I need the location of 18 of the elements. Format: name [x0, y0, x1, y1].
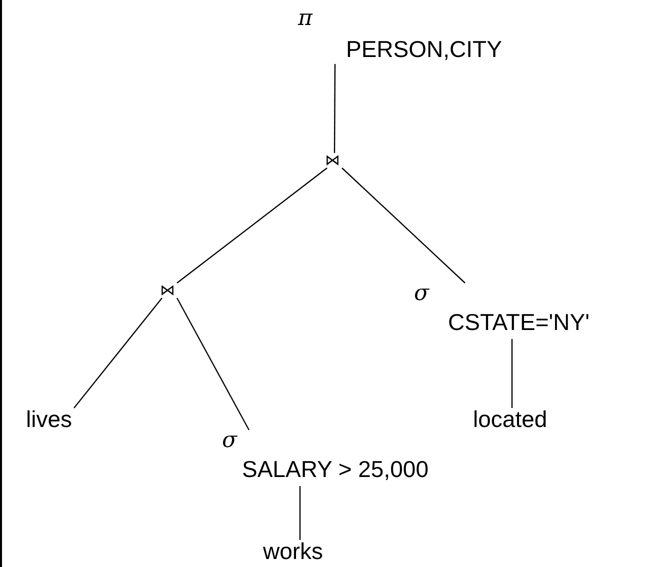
connector-line — [74, 298, 162, 408]
relation-name: located — [473, 408, 548, 431]
relation-name: works — [263, 540, 324, 563]
connector-line — [299, 486, 301, 540]
connector-line — [176, 168, 328, 284]
operator-symbol: π — [298, 8, 312, 30]
join-symbol: ⋈ — [325, 153, 340, 168]
relation-name: lives — [26, 408, 72, 431]
attribute-list: PERSON,CITY — [346, 38, 502, 61]
connector-line — [342, 168, 466, 284]
connector-line — [334, 64, 336, 153]
condition-text: SALARY > 25,000 — [242, 458, 428, 481]
connector-line — [176, 298, 250, 430]
join-symbol: ⋈ — [160, 283, 175, 298]
operator-symbol: σ — [222, 430, 238, 452]
connector-line — [511, 339, 513, 408]
operator-symbol: σ — [414, 283, 430, 305]
condition-text: CSTATE='NY' — [448, 311, 590, 334]
